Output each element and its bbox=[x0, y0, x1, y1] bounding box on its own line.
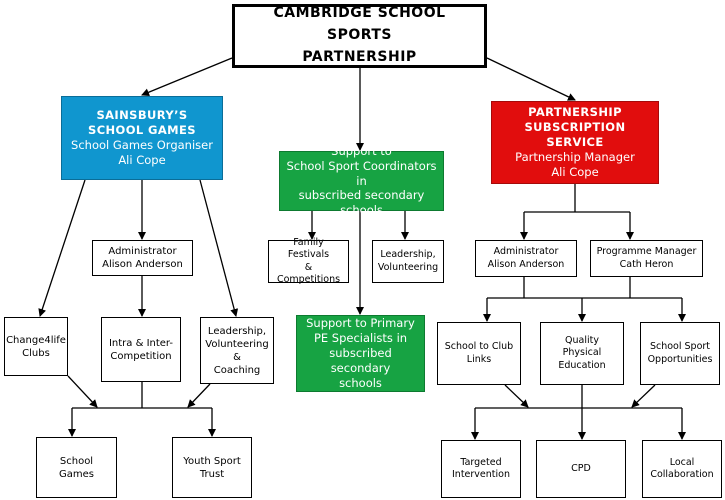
support-line-2: School Sport Coordinators in bbox=[286, 158, 437, 188]
right-admin-title: Administrator bbox=[493, 246, 559, 258]
yst-line-2: Trust bbox=[199, 468, 225, 480]
right-administrator-box: Administrator Alison Anderson bbox=[475, 240, 577, 277]
school-to-club-links-box: School to Club Links bbox=[437, 322, 521, 385]
change4life-line-2: Clubs bbox=[22, 347, 50, 359]
school-games-role: School Games Organiser bbox=[71, 138, 213, 152]
family-line-1: Family Festivals bbox=[287, 236, 330, 261]
left-administrator-box: Administrator Alison Anderson bbox=[92, 240, 193, 276]
leadership-line-1: Leadership, bbox=[207, 325, 267, 337]
pe-line-2: PE Specialists in bbox=[313, 331, 408, 346]
change4life-line-1: Change4life bbox=[6, 334, 66, 346]
qpe-line-3: Education bbox=[558, 359, 606, 371]
subscription-heading-2: SUBSCRIPTION SERVICE bbox=[524, 120, 626, 150]
support-coordinators-box: Support to School Sport Coordinators in … bbox=[279, 144, 444, 217]
pe-line-4: schools bbox=[339, 375, 382, 390]
sso-line-1: School Sport bbox=[649, 341, 711, 353]
club-line-2: Links bbox=[466, 353, 492, 365]
school-games-result-box: School Games bbox=[36, 437, 117, 498]
school-games-label: School Games bbox=[59, 455, 94, 480]
left-admin-title: Administrator bbox=[108, 246, 177, 257]
connector-title-to-subscription bbox=[486, 57, 576, 101]
targeted-line-2: Intervention bbox=[452, 469, 510, 480]
chart-title: CAMBRIDGE SCHOOL SPORTS PARTNERSHIP bbox=[232, 4, 487, 68]
middle-lead-line-2: Volunteering bbox=[377, 261, 439, 273]
pe-line-1: Support to Primary bbox=[306, 316, 415, 331]
subscription-service-box: PARTNERSHIP SUBSCRIPTION SERVICE Partner… bbox=[491, 101, 659, 184]
targeted-line-1: Targeted bbox=[460, 456, 502, 468]
local-collaboration-box: Local Collaboration bbox=[642, 440, 722, 498]
left-admin-name: Alison Anderson bbox=[102, 259, 183, 270]
leadership-line-3: Coaching bbox=[213, 364, 261, 376]
cpd-box: CPD bbox=[536, 440, 626, 498]
sso-line-2: Opportunities bbox=[647, 353, 713, 365]
intra-line-1: Intra & Inter- bbox=[108, 337, 174, 349]
prog-title: Programme Manager bbox=[596, 246, 697, 258]
club-line-1: School to Club bbox=[444, 341, 514, 353]
middle-leadership-box: Leadership, Volunteering bbox=[372, 240, 444, 283]
leadership-volunteering-coaching-box: Leadership, Volunteering & Coaching bbox=[200, 317, 274, 384]
qpe-line-2: Physical bbox=[562, 347, 602, 359]
connector-leadership-merge bbox=[187, 383, 211, 408]
connector-club-merge bbox=[504, 384, 529, 408]
school-sport-opportunities-box: School Sport Opportunities bbox=[640, 322, 720, 385]
connector-title-to-games bbox=[141, 57, 233, 97]
family-line-2: & Competitions bbox=[276, 261, 341, 285]
change4life-clubs-box: Change4life Clubs bbox=[4, 317, 68, 376]
school-games-box: SAINSBURY’S SCHOOL GAMES School Games Or… bbox=[61, 96, 223, 180]
title-line-2: PARTNERSHIP bbox=[302, 48, 417, 65]
family-festivals-box: Family Festivals & Competitions bbox=[268, 236, 349, 285]
youth-sport-trust-box: Youth Sport Trust bbox=[172, 437, 252, 498]
connector-games-to-leadership bbox=[199, 179, 239, 317]
middle-lead-line-1: Leadership, bbox=[380, 249, 436, 261]
connector-change4life-merge bbox=[67, 375, 98, 408]
programme-manager-box: Programme Manager Cath Heron bbox=[590, 240, 703, 277]
connector-sso-merge bbox=[631, 384, 656, 408]
leadership-line-2: Volunteering & bbox=[205, 338, 269, 363]
school-games-heading-1: SAINSBURY’S bbox=[96, 108, 188, 123]
connector-games-to-change4life bbox=[38, 179, 86, 317]
primary-pe-specialists-box: Support to Primary PE Specialists in sub… bbox=[296, 315, 425, 392]
school-games-person: Ali Cope bbox=[118, 152, 166, 167]
local-line-1: Local bbox=[669, 456, 695, 468]
school-games-heading-2: SCHOOL GAMES bbox=[88, 123, 196, 138]
intra-inter-competition-box: Intra & Inter- Competition bbox=[101, 317, 181, 382]
qpe-line-1: Quality bbox=[565, 334, 599, 346]
pe-line-3: subscribed secondary bbox=[329, 346, 392, 375]
subscription-role: Partnership Manager bbox=[515, 149, 635, 164]
support-line-3: subscribed secondary schools bbox=[298, 188, 425, 218]
quality-pe-box: Quality Physical Education bbox=[540, 322, 624, 385]
local-line-2: Collaboration bbox=[650, 469, 714, 480]
title-line-1: CAMBRIDGE SCHOOL SPORTS bbox=[273, 5, 446, 44]
cpd-label: CPD bbox=[571, 462, 591, 474]
subscription-heading-1: PARTNERSHIP bbox=[528, 105, 622, 120]
intra-line-2: Competition bbox=[110, 350, 172, 362]
prog-name: Cath Heron bbox=[619, 258, 674, 270]
yst-line-1: Youth Sport bbox=[183, 455, 241, 467]
support-line-1: Support to bbox=[331, 143, 392, 158]
right-admin-name: Alison Anderson bbox=[487, 258, 565, 270]
subscription-person: Ali Cope bbox=[551, 164, 599, 179]
targeted-intervention-box: Targeted Intervention bbox=[441, 440, 521, 498]
